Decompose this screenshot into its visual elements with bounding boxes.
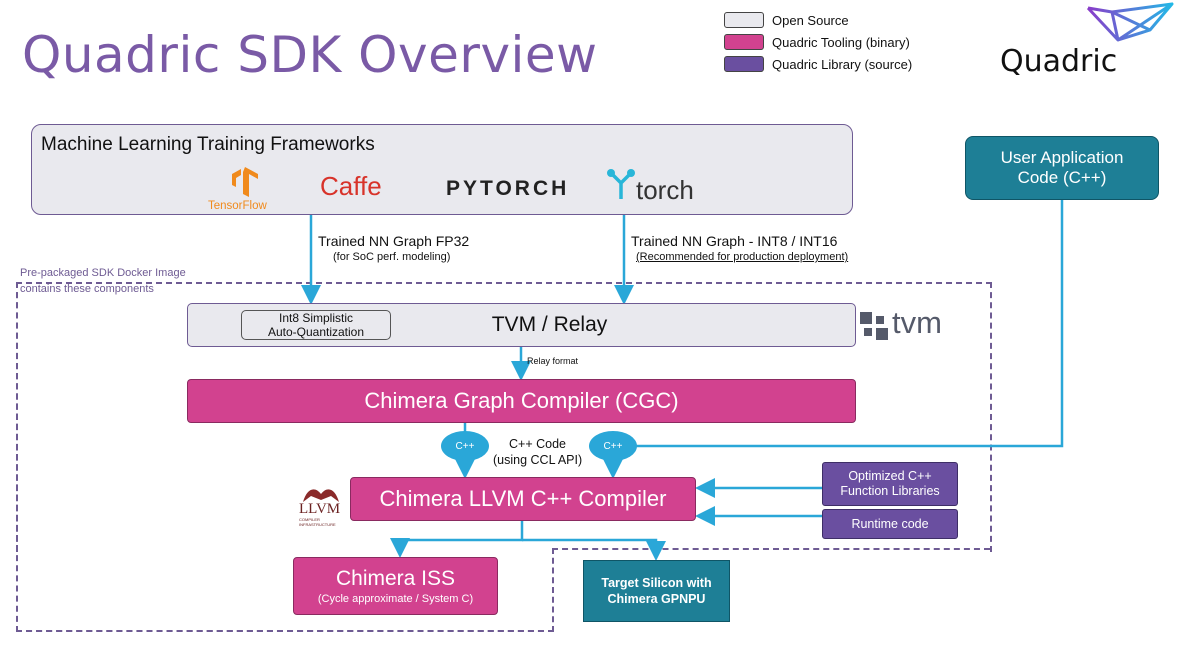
quadric-logo-text: Quadric xyxy=(1000,44,1118,79)
docker-label-line1: Pre-packaged SDK Docker Image xyxy=(20,267,186,279)
llvm-logo: LLVM COMPILER INFRASTRUCTURE xyxy=(295,484,347,527)
tvm-relay-box: TVM / Relay Int8 Simplistic Auto-Quantiz… xyxy=(187,303,856,347)
legend-swatch xyxy=(724,12,764,28)
edge-fp32-sublabel: (for SoC perf. modeling) xyxy=(333,251,451,263)
runtime-code-box: Runtime code xyxy=(822,509,958,539)
iss-label: Chimera ISS xyxy=(335,567,456,590)
tvm-logo-text: tvm xyxy=(892,305,942,340)
docker-region-step xyxy=(552,548,990,550)
docker-label-line2: contains these components xyxy=(20,283,154,295)
legend-item-quadric-library: Quadric Library (source) xyxy=(724,55,912,73)
edge-fp32-label: Trained NN Graph FP32 xyxy=(318,233,470,249)
llvm-compiler-label: Chimera LLVM C++ Compiler xyxy=(379,486,667,511)
quant-line1: Int8 Simplistic xyxy=(278,311,354,325)
llvm-logo-subtext: COMPILER INFRASTRUCTURE xyxy=(299,517,336,527)
quadric-logo-mark-icon xyxy=(1086,2,1174,42)
quant-line2: Auto-Quantization xyxy=(267,325,365,339)
legend-label: Quadric Tooling (binary) xyxy=(772,34,910,50)
tvm-mark-icon xyxy=(860,312,888,340)
cgc-label: Chimera Graph Compiler (CGC) xyxy=(364,388,679,413)
user-app-line2: Code (C++) xyxy=(1017,168,1107,187)
tvm-logo: tvm xyxy=(860,305,965,345)
docker-region-step-vertical xyxy=(552,548,554,632)
page-title: Quadric SDK Overview xyxy=(22,26,598,84)
legend-item-quadric-tooling: Quadric Tooling (binary) xyxy=(724,33,910,51)
arrow-to-iss xyxy=(390,521,524,558)
llvm-logo-text: LLVM xyxy=(299,501,341,517)
edge-int-label: Trained NN Graph - INT8 / INT16 xyxy=(631,233,838,249)
caffe-label: Caffe xyxy=(320,171,382,201)
opt-libs-line1: Optimized C++ xyxy=(848,469,932,483)
legend-swatch xyxy=(724,34,764,50)
arrow-to-silicon xyxy=(522,538,666,561)
auto-quantization-box: Int8 Simplistic Auto-Quantization xyxy=(241,310,391,340)
ml-frameworks-heading: Machine Learning Training Frameworks xyxy=(41,134,375,155)
chimera-iss-box: Chimera ISS (Cycle approximate / System … xyxy=(293,557,498,615)
cpp-bubble-left: C++ xyxy=(441,431,489,461)
cpp-bubble-right: C++ xyxy=(589,431,637,461)
tensorflow-label: TensorFlow xyxy=(208,200,267,212)
torch-label: torch xyxy=(636,175,694,205)
target-silicon-box: Target Silicon with Chimera GPNPU xyxy=(583,560,730,622)
relay-format-label: Relay format xyxy=(527,356,579,366)
legend-item-open-source: Open Source xyxy=(724,11,849,29)
optimized-libraries-box: Optimized C++ Function Libraries xyxy=(822,462,958,506)
tensorflow-icon xyxy=(232,167,258,197)
runtime-label: Runtime code xyxy=(851,517,929,531)
silicon-line2: Chimera GPNPU xyxy=(607,592,706,606)
edge-int-sublabel: (Recommended for production deployment) xyxy=(636,251,849,263)
legend-label: Open Source xyxy=(772,12,849,28)
user-application-box: User Application Code (C++) xyxy=(965,136,1159,200)
legend-swatch xyxy=(724,56,764,72)
llvm-dragon-icon xyxy=(303,489,339,502)
ml-frameworks-box: Machine Learning Training Frameworks Ten… xyxy=(31,124,853,215)
cpp-code-label: C++ Code xyxy=(509,437,566,451)
pytorch-label: PYTORCH xyxy=(446,177,570,200)
opt-libs-line2: Function Libraries xyxy=(840,484,940,498)
iss-sublabel: (Cycle approximate / System C) xyxy=(317,593,474,605)
quadric-logo: Quadric xyxy=(1000,0,1180,85)
chimera-graph-compiler-box: Chimera Graph Compiler (CGC) xyxy=(187,379,856,423)
legend-label: Quadric Library (source) xyxy=(772,56,913,72)
user-app-line1: User Application xyxy=(1000,148,1124,167)
silicon-line1: Target Silicon with xyxy=(601,576,712,590)
cpp-code-sublabel: (using CCL API) xyxy=(493,453,583,467)
torch-icon xyxy=(607,169,635,199)
chimera-llvm-compiler-box: Chimera LLVM C++ Compiler xyxy=(350,477,696,521)
tvm-relay-label: TVM / Relay xyxy=(491,313,608,336)
docker-region-bottom xyxy=(16,630,554,632)
